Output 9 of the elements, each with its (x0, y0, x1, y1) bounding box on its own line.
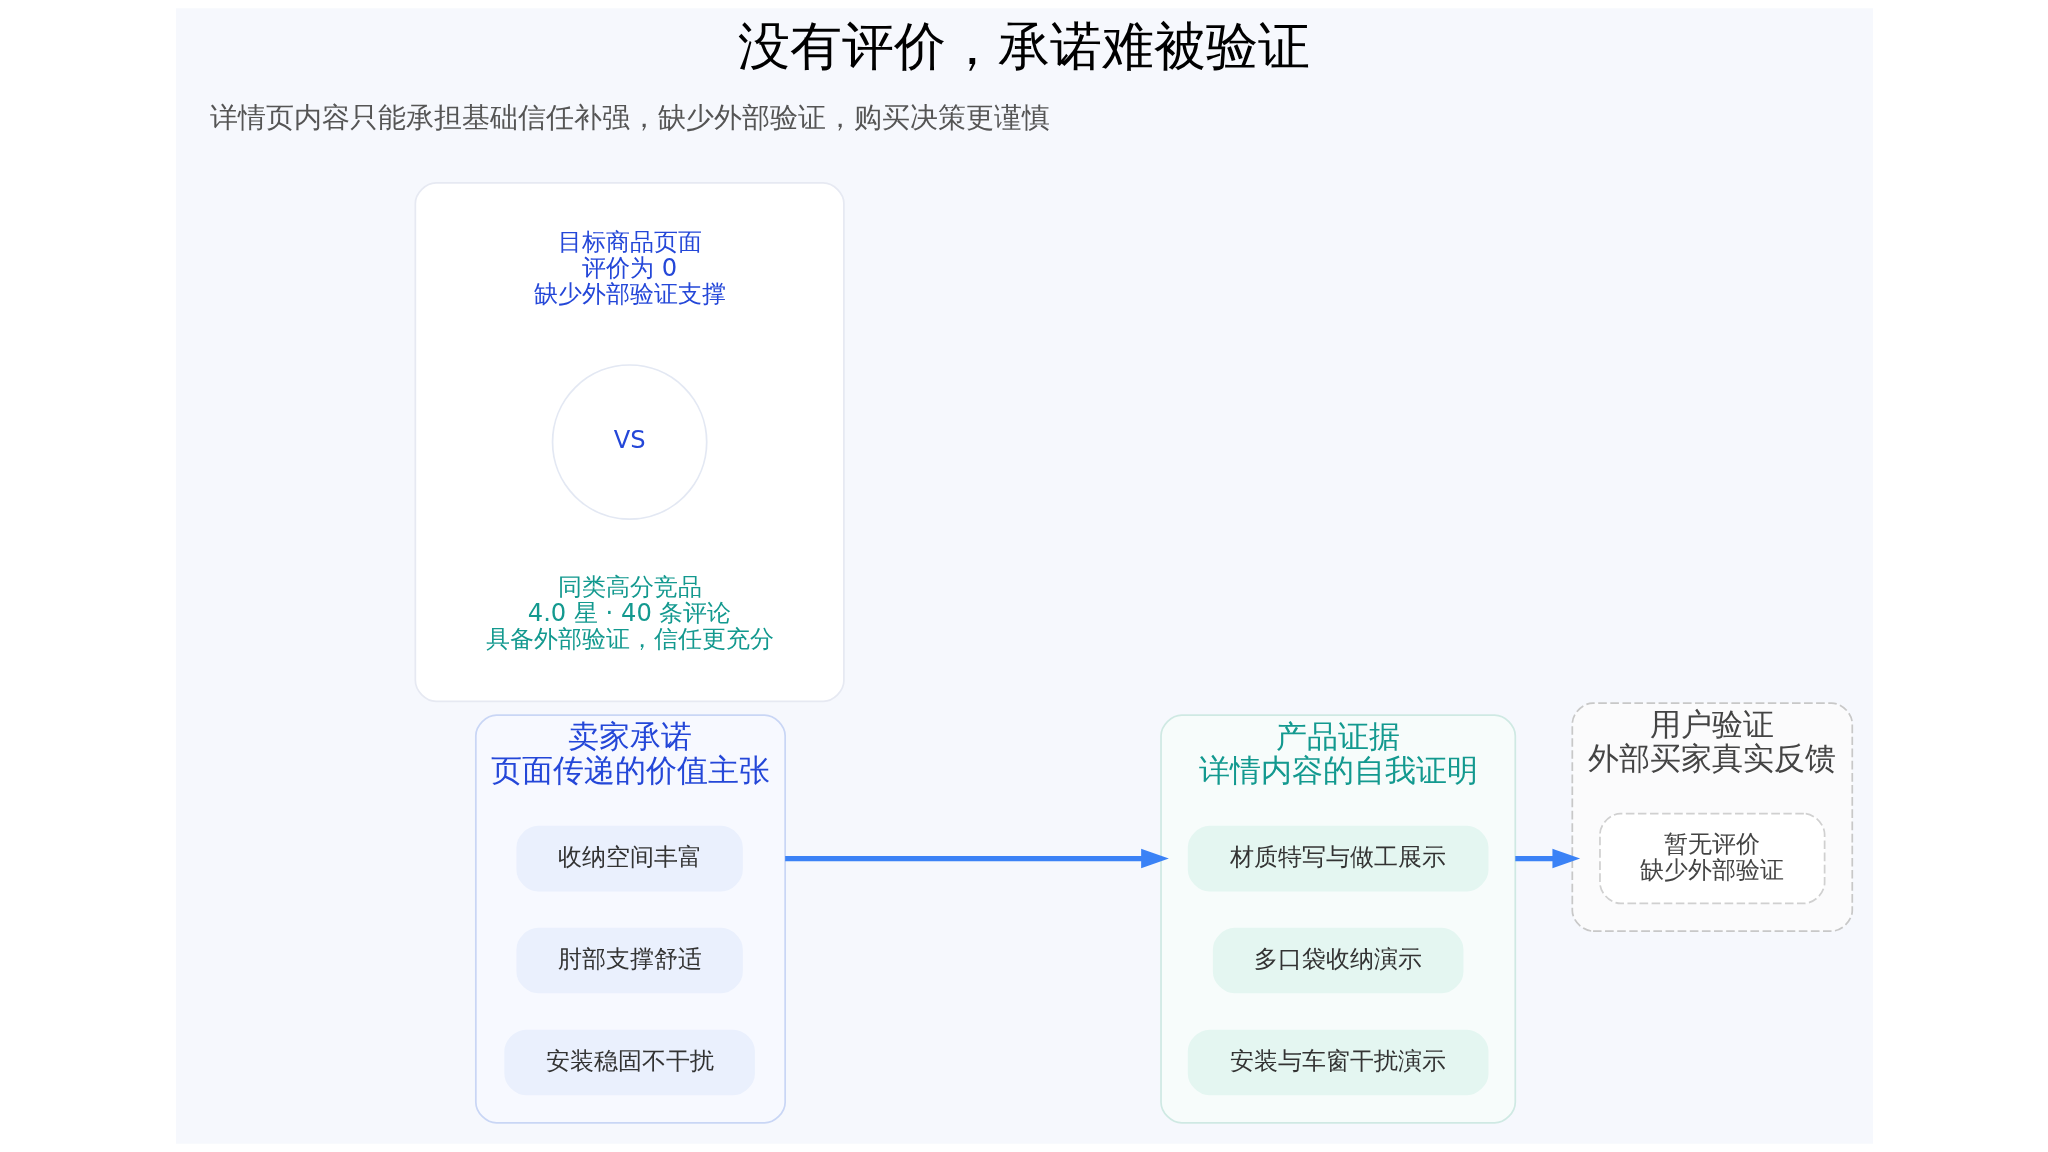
arrow (784, 848, 1169, 869)
node-text: 同类高分竞品 4.0 星 · 40 条评论 具备外部验证，信任更充分 (485, 573, 774, 654)
node-box: 暂无评价 缺少外部验证 (1598, 812, 1825, 905)
node-circle: VS (551, 364, 708, 520)
diagram-title: 没有评价，承诺难被验证 (738, 15, 1310, 76)
node-text: 目标商品页面 评价为 0 缺少外部验证支撑 (533, 227, 726, 308)
arrow (1514, 848, 1580, 869)
cluster (413, 182, 845, 703)
label: 详情页内容只能承担基础信任补强，缺少外部验证，购买决策更谨慎 (209, 101, 1050, 135)
